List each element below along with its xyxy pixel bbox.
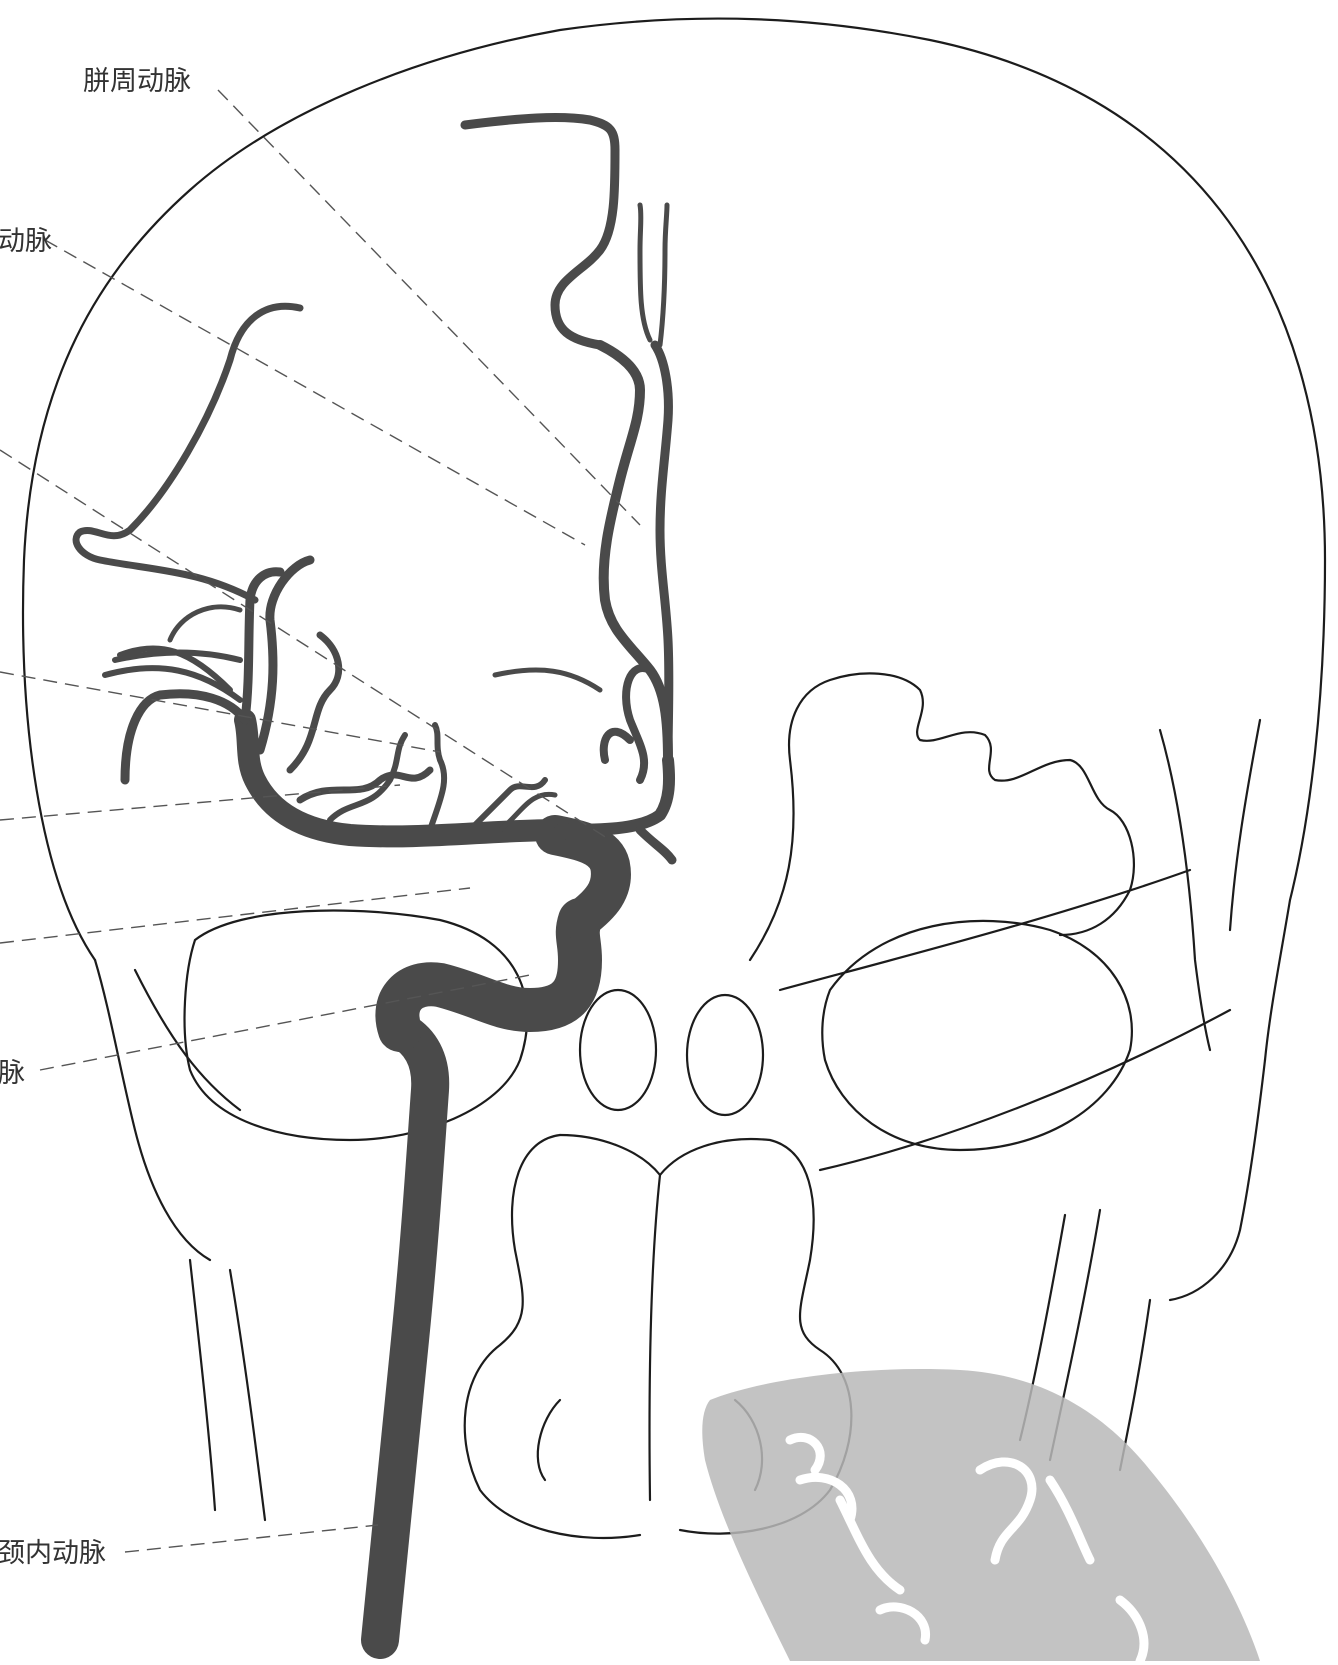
label-cut-artery-2: 脉: [0, 1060, 25, 1087]
orbit-left: [135, 910, 527, 1140]
label-pericallosal-artery: 胼周动脉: [83, 68, 191, 95]
leader-line-3: [0, 450, 610, 840]
sphenoid-outline: [750, 673, 1260, 1050]
leader-cut-1: [45, 240, 585, 545]
orbit-right: [780, 870, 1230, 1170]
skull-outline: [23, 19, 1325, 1300]
label-cut-artery-1: 动脉: [0, 228, 52, 255]
sinus-ovals: [580, 990, 763, 1115]
watermark-stamp: [702, 1369, 1260, 1661]
middle-cerebral-artery: [105, 560, 560, 836]
anterior-cerebral-artery: [465, 118, 672, 860]
internal-carotid-artery: [380, 835, 611, 1640]
leader-cut-2: [40, 975, 530, 1070]
leader-internal-carotid: [125, 1525, 378, 1552]
label-internal-carotid-artery: 颈内动脉: [0, 1540, 106, 1567]
